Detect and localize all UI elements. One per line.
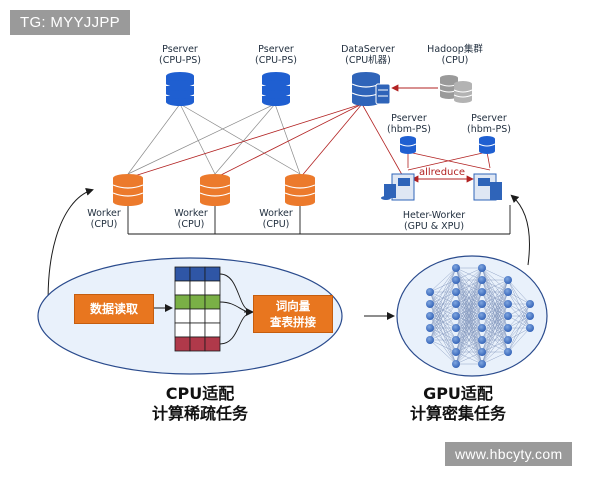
ps-worker-links bbox=[127, 103, 301, 175]
pserver-hbm-2-sub: (hbm-PS) bbox=[467, 124, 511, 135]
pserver-cpu-1-db-icon bbox=[165, 72, 195, 106]
cpu-caption-line1: CPU适配 bbox=[165, 384, 235, 403]
nn-node bbox=[452, 276, 460, 284]
nn-node bbox=[478, 300, 486, 308]
nn-node bbox=[426, 288, 434, 296]
lookup-concat-box: 词向量 查表拼接 bbox=[253, 295, 333, 333]
nn-node bbox=[504, 312, 512, 320]
nn-node bbox=[452, 264, 460, 272]
pserver-cpu-2-db-icon bbox=[261, 72, 291, 106]
pserver-cpu-1-name: Pserver bbox=[162, 44, 198, 55]
pserver-hbm-2-db-icon bbox=[478, 136, 496, 154]
worker-2-db-icon bbox=[199, 174, 231, 206]
cpu-caption-line2: 计算稀疏任务 bbox=[151, 404, 249, 423]
dataserver-worker-links bbox=[127, 103, 406, 181]
nn-node bbox=[504, 276, 512, 284]
dataserver-label: DataServer (CPU机器) bbox=[341, 44, 395, 66]
worker-1-name: Worker bbox=[87, 208, 121, 219]
hbm-links bbox=[407, 151, 491, 171]
worker-2-name: Worker bbox=[174, 208, 208, 219]
nn-node bbox=[478, 348, 486, 356]
bus-line bbox=[127, 205, 511, 235]
worker-3-name: Worker bbox=[259, 208, 293, 219]
worker-2-sub: (CPU) bbox=[177, 219, 205, 230]
pserver-hbm-1-db-icon bbox=[399, 136, 417, 154]
cpu-caption: CPU适配 计算稀疏任务 bbox=[152, 384, 248, 424]
nn-node bbox=[452, 324, 460, 332]
nn-node bbox=[452, 288, 460, 296]
nn-node bbox=[504, 336, 512, 344]
nn-node bbox=[504, 300, 512, 308]
hadoop-name: Hadoop集群 bbox=[427, 44, 483, 55]
nn-node bbox=[526, 324, 534, 332]
worker-3-sub: (CPU) bbox=[262, 219, 290, 230]
heter-worker-label: Heter-Worker (GPU & XPU) bbox=[403, 210, 465, 232]
nn-node bbox=[452, 360, 460, 368]
hadoop-sub: (CPU) bbox=[441, 55, 469, 66]
nn-node bbox=[504, 324, 512, 332]
pserver-hbm-1-sub: (hbm-PS) bbox=[387, 124, 431, 135]
worker-1-label: Worker (CPU) bbox=[87, 208, 120, 230]
read-data-box: 数据读取 bbox=[74, 294, 154, 324]
dataserver-sub: (CPU机器) bbox=[345, 55, 391, 66]
worker-3-label: Worker (CPU) bbox=[259, 208, 292, 230]
gpu-caption-line2: 计算密集任务 bbox=[409, 404, 507, 423]
nn-node bbox=[526, 300, 534, 308]
read-data-text: 数据读取 bbox=[89, 302, 138, 316]
sparse-table bbox=[174, 266, 221, 352]
nn-node bbox=[478, 264, 486, 272]
neural-network bbox=[426, 264, 534, 368]
nn-node bbox=[478, 312, 486, 320]
pserver-hbm-2-name: Pserver bbox=[471, 113, 507, 124]
allreduce-label: allreduce bbox=[418, 167, 466, 178]
lookup-line2-text: 查表拼接 bbox=[270, 315, 316, 329]
pserver-cpu-1-sub: (CPU-PS) bbox=[159, 55, 201, 66]
heter-worker-icon-right bbox=[473, 173, 502, 201]
pserver-hbm-1-name: Pserver bbox=[391, 113, 427, 124]
heter-worker-icon-left bbox=[381, 173, 415, 201]
nn-node bbox=[526, 312, 534, 320]
pserver-hbm-2-label: Pserver (hbm-PS) bbox=[467, 113, 511, 135]
nn-node bbox=[426, 336, 434, 344]
nn-node bbox=[504, 288, 512, 296]
nn-node bbox=[452, 300, 460, 308]
gpu-curve-arrow bbox=[510, 194, 530, 266]
gpu-caption-line1: GPU适配 bbox=[423, 384, 493, 403]
worker-1-db-icon bbox=[112, 174, 144, 206]
nn-node bbox=[504, 348, 512, 356]
nn-node bbox=[478, 324, 486, 332]
nn-node bbox=[426, 324, 434, 332]
dataserver-db-icon bbox=[351, 72, 391, 106]
nn-node bbox=[426, 300, 434, 308]
worker-1-sub: (CPU) bbox=[90, 219, 118, 230]
gpu-caption: GPU适配 计算密集任务 bbox=[410, 384, 506, 424]
worker-2-label: Worker (CPU) bbox=[174, 208, 207, 230]
nn-node bbox=[478, 360, 486, 368]
dataserver-name: DataServer bbox=[341, 44, 395, 55]
nn-node bbox=[478, 276, 486, 284]
worker-3-db-icon bbox=[284, 174, 316, 206]
pserver-hbm-1-label: Pserver (hbm-PS) bbox=[387, 113, 431, 135]
nn-node bbox=[478, 336, 486, 344]
lookup-line1-text: 词向量 bbox=[275, 299, 311, 313]
hadoop-label: Hadoop集群 (CPU) bbox=[427, 44, 483, 66]
pserver-cpu-2-label: Pserver (CPU-PS) bbox=[255, 44, 297, 66]
nn-node bbox=[452, 336, 460, 344]
heter-worker-name: Heter-Worker bbox=[402, 210, 466, 221]
watermark-bottom: www.hbcyty.com bbox=[445, 442, 573, 466]
watermark-top: TG: MYYJJPP bbox=[10, 10, 130, 35]
nn-node bbox=[452, 312, 460, 320]
pserver-cpu-1-label: Pserver (CPU-PS) bbox=[159, 44, 201, 66]
nn-node bbox=[426, 312, 434, 320]
hadoop-db-icon bbox=[439, 75, 473, 103]
heter-worker-sub: (GPU & XPU) bbox=[403, 221, 465, 232]
nn-node bbox=[452, 348, 460, 356]
pserver-cpu-2-sub: (CPU-PS) bbox=[255, 55, 297, 66]
nn-node bbox=[478, 288, 486, 296]
pserver-cpu-2-name: Pserver bbox=[258, 44, 294, 55]
